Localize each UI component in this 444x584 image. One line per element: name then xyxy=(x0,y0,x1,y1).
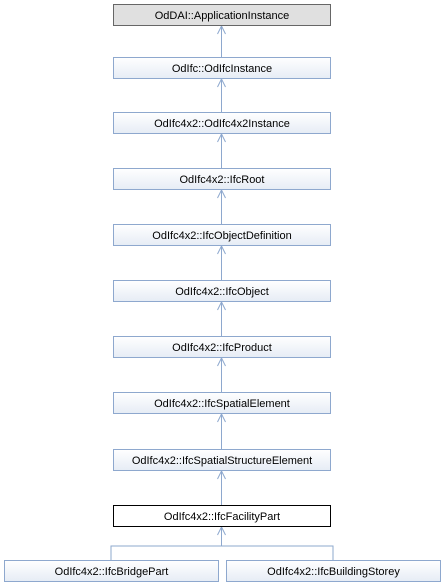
class-node-label: OdIfc4x2::IfcSpatialElement xyxy=(154,398,290,410)
class-node-label: OdIfc4x2::IfcRoot xyxy=(180,174,265,186)
class-node-odifc4x2-ifcbridgepart[interactable]: OdIfc4x2::IfcBridgePart xyxy=(4,560,219,582)
class-node-box xyxy=(113,57,331,79)
class-node-label: OdIfc4x2::IfcBridgePart xyxy=(55,566,169,578)
class-node-box xyxy=(113,280,331,302)
class-node-odifc4x2-odifc4x2instance[interactable]: OdIfc4x2::OdIfc4x2Instance xyxy=(113,112,331,134)
class-node-label: OdIfc4x2::IfcSpatialStructureElement xyxy=(132,455,312,467)
class-node-box xyxy=(113,4,331,26)
class-node-label: OdIfc4x2::IfcProduct xyxy=(172,342,272,354)
class-node-odifc4x2-ifcbuildingstorey[interactable]: OdIfc4x2::IfcBuildingStorey xyxy=(226,560,441,582)
class-node-box xyxy=(226,560,441,582)
class-node-box xyxy=(4,560,219,582)
class-node-label: OdIfc4x2::IfcFacilityPart xyxy=(164,511,280,523)
class-node-odifc4x2-ifcspatialelement[interactable]: OdIfc4x2::IfcSpatialElement xyxy=(113,392,331,414)
class-node-label: OdIfc::OdIfcInstance xyxy=(172,63,272,75)
class-node-label: OdDAI::ApplicationInstance xyxy=(155,10,290,22)
class-node-box xyxy=(113,505,331,527)
class-node-odifc4x2-ifcspatialstructureelement[interactable]: OdIfc4x2::IfcSpatialStructureElement xyxy=(113,449,331,471)
class-node-box xyxy=(113,112,331,134)
class-node-oddai-applicationinstance[interactable]: OdDAI::ApplicationInstance xyxy=(113,4,331,26)
class-node-box xyxy=(113,168,331,190)
class-node-box xyxy=(113,392,331,414)
class-node-odifc4x2-ifcfacilitypart: OdIfc4x2::IfcFacilityPart xyxy=(113,505,331,527)
class-node-box xyxy=(113,224,331,246)
class-node-box xyxy=(113,449,331,471)
class-node-odifc-odifcinstance[interactable]: OdIfc::OdIfcInstance xyxy=(113,57,331,79)
class-node-label: OdIfc4x2::IfcObject xyxy=(175,286,269,298)
class-node-odifc4x2-ifcroot[interactable]: OdIfc4x2::IfcRoot xyxy=(113,168,331,190)
class-node-box xyxy=(113,336,331,358)
class-node-odifc4x2-ifcobject[interactable]: OdIfc4x2::IfcObject xyxy=(113,280,331,302)
class-node-label: OdIfc4x2::IfcObjectDefinition xyxy=(152,230,291,242)
class-node-odifc4x2-ifcobjectdefinition[interactable]: OdIfc4x2::IfcObjectDefinition xyxy=(113,224,331,246)
class-node-label: OdIfc4x2::IfcBuildingStorey xyxy=(267,566,400,578)
inheritance-edge-branch xyxy=(221,545,334,560)
class-node-odifc4x2-ifcproduct[interactable]: OdIfc4x2::IfcProduct xyxy=(113,336,331,358)
class-node-label: OdIfc4x2::OdIfc4x2Instance xyxy=(154,118,290,130)
inheritance-edge-branch xyxy=(110,545,222,560)
nodes-layer: OdDAI::ApplicationInstanceOdIfc::OdIfcIn… xyxy=(4,4,441,582)
